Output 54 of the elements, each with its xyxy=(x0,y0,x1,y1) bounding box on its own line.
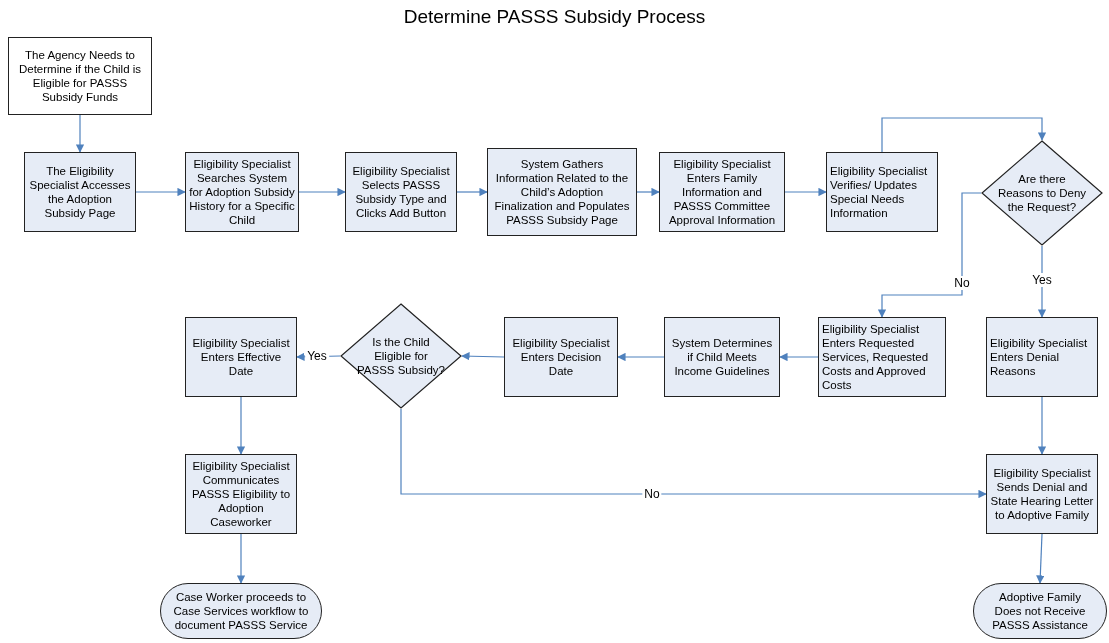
arrow xyxy=(1037,396,1047,455)
arrow xyxy=(779,352,819,362)
process-box xyxy=(986,317,1098,397)
step-text: Eligibility Specialist Sends Denial and State Hearing Letter to Adoptive Family xyxy=(990,466,1094,522)
process-box xyxy=(826,152,938,232)
process-box xyxy=(818,317,946,397)
start-box xyxy=(8,37,152,115)
process-box xyxy=(504,317,618,397)
arrow xyxy=(298,187,346,197)
process-box xyxy=(659,152,785,232)
decision-diamond xyxy=(981,140,1103,246)
arrow xyxy=(881,117,1047,153)
step-text: The Eligibility Specialist Accesses the Adoption Subsidy Page xyxy=(28,164,132,220)
step-text: Case Worker proceeds to Case Services workflow to document PASSS Service xyxy=(173,590,309,632)
arrow xyxy=(135,187,186,197)
process-box xyxy=(664,317,780,397)
arrow xyxy=(236,533,246,584)
process-box xyxy=(185,317,297,397)
step-text: Eligibility Specialist Enters Effective Date xyxy=(191,336,291,378)
step-text: Eligibility Specialist Enters Family Information and PASSS Committee Approval Information xyxy=(667,157,777,227)
step-text: Eligibility Specialist Communicates PASSS Eligibility to Adoption Caseworker xyxy=(190,459,292,529)
arrow xyxy=(461,352,505,361)
step-text: Eligibility Specialist Searches System for Adoption Subsidy History for a Specific Child xyxy=(189,157,295,227)
arrow xyxy=(636,187,660,197)
arrow xyxy=(1036,533,1045,584)
step-text: Adoptive Family Does not Receive PASSS Assistance xyxy=(991,590,1089,632)
step-text: Eligibility Specialist Enters Requested Services, Requested Costs and Approved Costs xyxy=(822,322,930,392)
edge-label: No xyxy=(952,276,972,290)
process-box xyxy=(345,152,457,232)
step-text: System Gathers Information Related to the Child’s Adoption Finalization and Populates PASSS Subsidy Page xyxy=(493,157,631,227)
process-box xyxy=(487,148,637,236)
step-text: Eligibility Specialist Verifies/ Updates Special Needs Information xyxy=(830,164,929,220)
decision-diamond xyxy=(340,303,462,409)
edge-label: Yes xyxy=(305,349,329,363)
edge-label: No xyxy=(642,487,662,501)
arrow xyxy=(75,114,85,153)
step-text: System Determines if Child Meets Income Guidelines xyxy=(670,336,774,378)
arrow xyxy=(400,408,987,499)
arrow xyxy=(1037,245,1047,318)
arrow xyxy=(456,187,488,197)
arrow xyxy=(236,396,246,455)
process-box xyxy=(24,152,136,232)
step-text: Eligibility Specialist Enters Decision Date xyxy=(511,336,611,378)
step-text: Eligibility Specialist Selects PASSS Subsidy Type and Clicks Add Button xyxy=(351,164,451,220)
diagram-title: Determine PASSS Subsidy Process xyxy=(402,5,707,29)
step-text: Eligibility Specialist Enters Denial Reasons xyxy=(990,336,1089,378)
step-text: Is the Child Eligible for PASSS Subsidy? xyxy=(356,335,446,377)
arrow xyxy=(784,187,827,197)
process-box xyxy=(986,454,1098,534)
edge-label: Yes xyxy=(1030,273,1054,287)
step-text: The Agency Needs to Determine if the Child is Eligible for PASSS Subsidy Funds xyxy=(17,48,143,104)
step-text: Are there Reasons to Deny the Request? xyxy=(997,172,1087,214)
arrow xyxy=(877,192,982,318)
arrow xyxy=(617,352,665,362)
